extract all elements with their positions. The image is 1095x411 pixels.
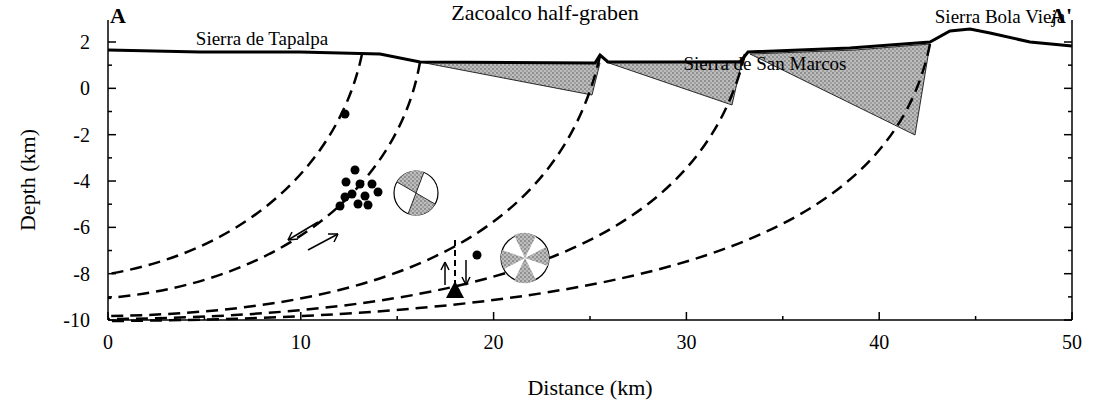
axis-tick-label: 50 [1062,332,1082,352]
range-label: Sierra de Tapalpa [196,29,328,48]
axis-tick-label: 2 [80,32,90,52]
slip-arrows [288,222,470,285]
axis-tick-label: 20 [484,332,504,352]
axis-tick-label: 30 [676,332,696,352]
axis-title: Distance (km) [527,377,652,399]
axis-tick-label: -10 [63,310,90,330]
range-label: Sierra de San Marcos [683,54,846,73]
section-title: Zacoalco half-graben [451,2,639,24]
axis-tick-label: 0 [80,78,90,98]
topography [108,29,1072,63]
hypocenters [336,110,482,299]
axis-tick-label: 0 [103,332,113,352]
faults [108,44,930,321]
axis-tick-label: -4 [73,171,90,191]
axes [108,20,1072,320]
axis-tick-label: 40 [869,332,889,352]
basin-fill [420,44,930,135]
section-end-label: A [110,5,126,27]
axis-tick-label: -6 [73,217,90,237]
range-label: Sierra Bola Vieja [935,7,1065,26]
axis-tick-label: -2 [73,125,90,145]
axis-tick-label: 10 [291,332,311,352]
focal-mechanism [394,171,549,284]
axis-tick-label: -8 [73,264,90,284]
axis-title: Depth (km) [17,129,39,231]
